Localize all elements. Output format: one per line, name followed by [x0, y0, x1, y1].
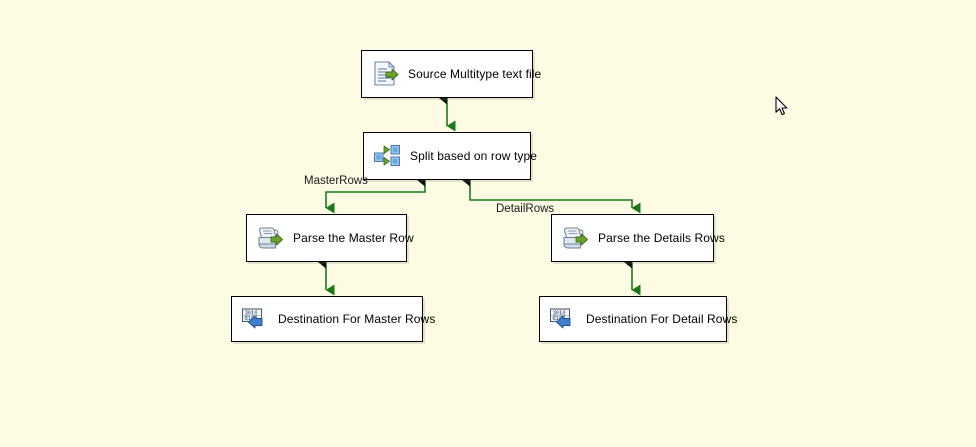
node-parse-the-details-rows[interactable]: Parse the Details Rows — [551, 214, 725, 262]
ole-db-destination-icon: 1010 0101 — [548, 304, 578, 334]
script-component-icon — [560, 223, 590, 253]
mouse-arrow-cursor — [775, 96, 789, 122]
flat-file-source-icon — [370, 59, 400, 89]
node-label: Split based on row type — [410, 149, 538, 163]
node-source-multitype-text-file[interactable]: Source Multitype text file — [361, 50, 541, 98]
node-split-based-on-row-type[interactable]: Split based on row type — [363, 132, 537, 180]
node-label: Destination For Master Rows — [278, 312, 436, 326]
node-label: Parse the Details Rows — [598, 231, 725, 245]
node-label: Destination For Detail Rows — [586, 312, 738, 326]
connector-label-detail-rows[interactable]: DetailRows — [496, 203, 555, 215]
svg-text:1010: 1010 — [244, 310, 257, 316]
svg-text:0101: 0101 — [552, 316, 565, 322]
node-label: Parse the Master Row — [293, 231, 414, 245]
node-destination-for-detail-rows[interactable]: 1010 0101 Destination For Detail Rows — [539, 296, 737, 342]
node-label: Source Multitype text file — [408, 67, 542, 81]
node-destination-for-master-rows[interactable]: 1010 0101 Destination For Master Rows — [231, 296, 435, 342]
node-parse-the-master-row[interactable]: Parse the Master Row — [246, 214, 414, 262]
svg-text:0101: 0101 — [244, 316, 257, 322]
script-component-icon — [255, 223, 285, 253]
ole-db-destination-icon: 1010 0101 — [240, 304, 270, 334]
svg-text:1010: 1010 — [552, 310, 565, 316]
conditional-split-icon — [372, 141, 402, 171]
connector-label-master-rows[interactable]: MasterRows — [304, 175, 368, 187]
